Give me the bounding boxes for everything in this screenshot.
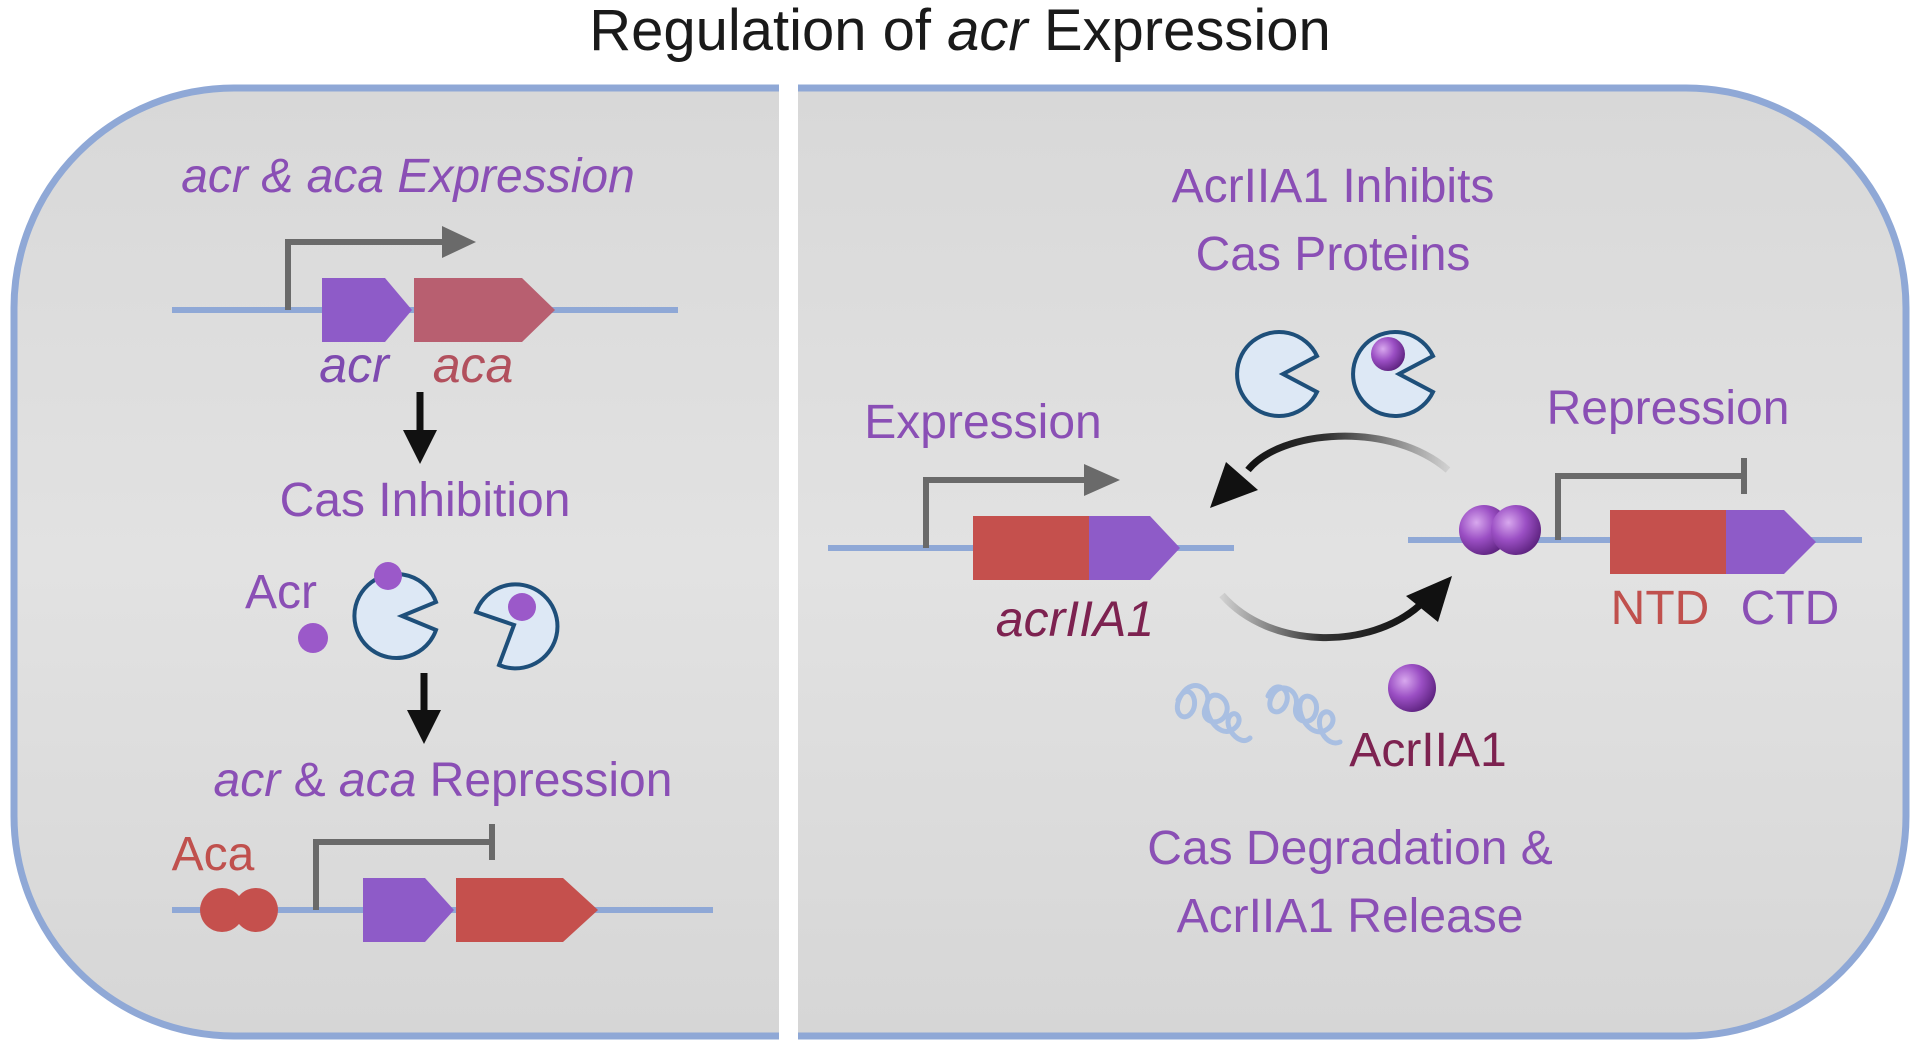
expression-label: Expression	[864, 396, 1101, 449]
aca-dimer-icon	[200, 888, 278, 932]
aca-gene-block	[456, 878, 598, 942]
curved-arrow-icon	[1219, 576, 1452, 641]
acrIIA1-gene-label: acrIIA1	[996, 591, 1154, 647]
ntd-gene-block	[1610, 510, 1726, 574]
pacman-cas-icon	[352, 562, 439, 660]
acr-aca-repression-label: acr & aca Repression	[214, 754, 673, 807]
inhibits-line1: AcrIIA1 Inhibits	[1172, 160, 1495, 213]
curved-arrow-icon	[1210, 432, 1451, 508]
acr-gene-block	[322, 278, 412, 342]
degraded-protein-icon	[1174, 683, 1343, 746]
panel-divider	[779, 80, 798, 1042]
acrIIA1-protein-label: AcrIIA1	[1349, 724, 1506, 777]
cas-inhibition-label: Cas Inhibition	[280, 474, 571, 527]
repression-tbar-icon	[1555, 458, 1747, 540]
repression-label: Repression	[1547, 382, 1790, 435]
ntd-label: NTD	[1611, 582, 1710, 635]
arrow-down-icon	[403, 392, 437, 464]
pacman-cas-icon	[1235, 330, 1320, 418]
ntd-gene-block	[973, 516, 1089, 580]
acr-protein-label: Acr	[245, 566, 317, 619]
ctd-gene-block	[1726, 510, 1816, 574]
arrow-down-icon	[407, 673, 441, 744]
aca-gene-label: aca	[433, 337, 514, 393]
pacman-cas-icon	[473, 582, 560, 671]
degradation-line1: Cas Degradation &	[1147, 822, 1553, 875]
aca-gene-block	[414, 278, 555, 342]
acrIIA1-dimer-icon	[1459, 505, 1541, 555]
repression-tbar-icon	[313, 824, 495, 910]
pacman-cas-icon	[1351, 330, 1436, 418]
degradation-line2: AcrIIA1 Release	[1177, 890, 1524, 943]
acr-aca-expression-label: acr & aca Expression	[181, 150, 635, 203]
acrIIA1-protein-icon	[1388, 664, 1436, 712]
ctd-gene-block	[1089, 516, 1180, 580]
inhibits-line2: Cas Proteins	[1196, 228, 1471, 281]
diagram-title: Regulation of acr Expression	[589, 0, 1331, 63]
acr-gene-label: acr	[319, 337, 391, 393]
acr-gene-block	[363, 878, 454, 942]
ctd-label: CTD	[1741, 582, 1840, 635]
acr-protein-icon	[298, 623, 328, 653]
promoter-arrow-icon	[285, 226, 476, 310]
promoter-arrow-icon	[923, 464, 1120, 548]
aca-protein-label: Aca	[172, 828, 255, 881]
